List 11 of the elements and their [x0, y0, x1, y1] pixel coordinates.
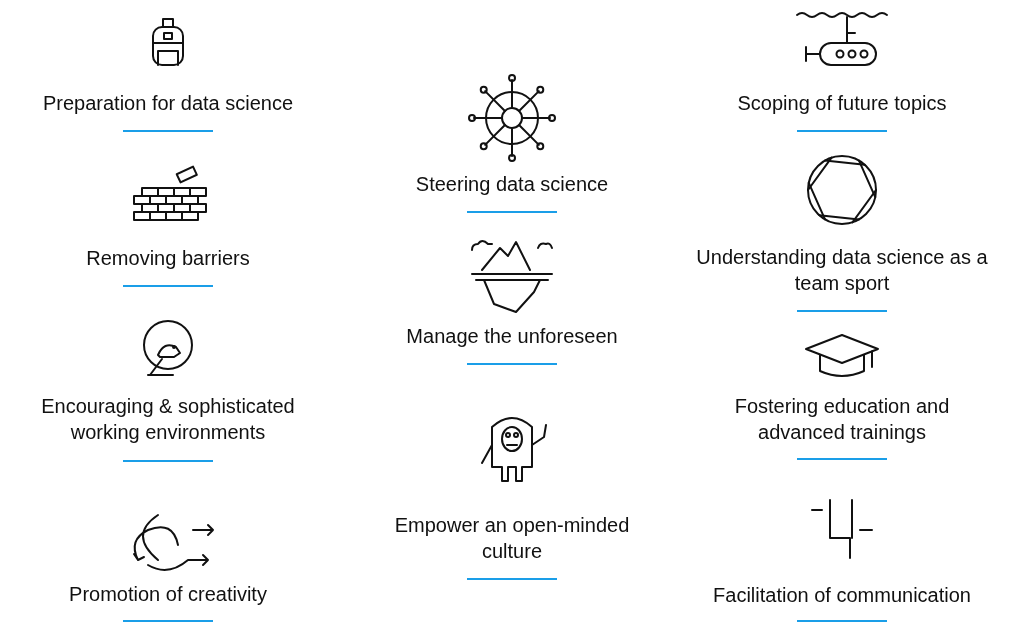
item-label: Steering data science: [414, 172, 610, 197]
item-label: Encouraging & sophisticated working environments: [40, 394, 296, 445]
item-label: Facilitation of communication: [712, 583, 972, 608]
item-label: Scoping of future topics: [736, 91, 948, 116]
item-label: Preparation for data science: [41, 91, 295, 116]
item-label: Empower an open-minded culture: [393, 513, 631, 564]
item-label: Removing barriers: [85, 246, 251, 271]
item-label: Understanding data science as a team sport: [695, 245, 989, 296]
item-label: Manage the unforeseen: [405, 324, 619, 349]
item-label: Promotion of creativity: [68, 582, 268, 607]
item-label: Fostering education and advanced trainings: [733, 394, 951, 445]
